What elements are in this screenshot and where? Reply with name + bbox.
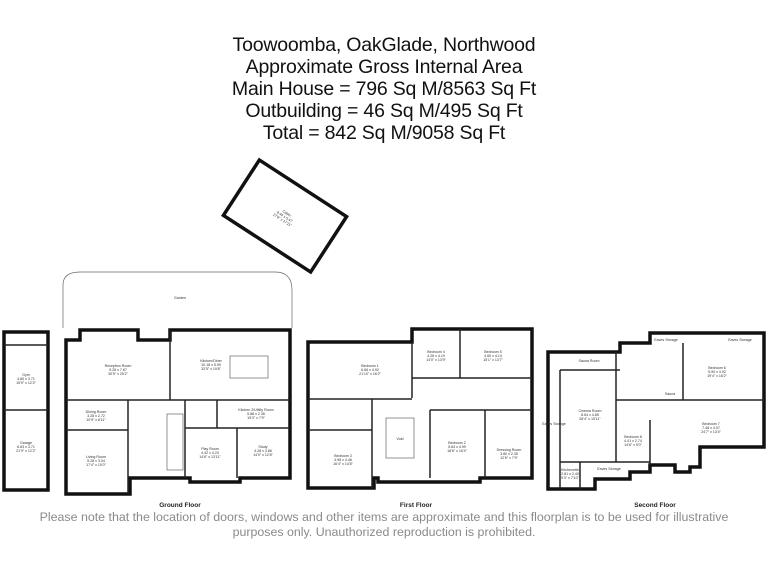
room-dims-ft: 15'1" x 13'7"	[483, 358, 503, 362]
room-name: Living Room	[86, 455, 106, 459]
title-address: Toowoomba, OakGlade, Northwood	[232, 34, 536, 56]
title-area-heading: Approximate Gross Internal Area	[245, 56, 523, 78]
room-name: Play Room	[201, 447, 219, 451]
ground-floor-plan: Reception Room 9.28 x 7.67 30'5" x 25'2"…	[64, 328, 292, 509]
room-name: Kitchen 2/Utility Room	[238, 408, 273, 412]
room-name: Sauna Room	[579, 359, 600, 363]
room-dims-m: 7.48 x 4.07	[702, 426, 720, 430]
room-name: Bedroom 8	[624, 435, 642, 439]
room-dims-ft: 16'4" x 14'8"	[333, 462, 353, 466]
floor-label-first: First Floor	[400, 502, 433, 509]
room-name: Bedroom 5	[484, 350, 502, 354]
room-name: Bedroom 1	[361, 364, 379, 368]
floor-label-ground: Ground Floor	[159, 502, 201, 509]
room-dims-m: 2.81 x 2.40	[561, 472, 579, 476]
room-name: Dressing Room	[497, 448, 522, 452]
room-dims-ft: 30'5" x 25'2"	[108, 372, 128, 376]
room-name: Cabin	[282, 209, 292, 217]
cabin-outbuilding: Cabin 8.44 x 5.47 27'8" x 17'11"	[220, 157, 350, 275]
room-name: Study	[258, 445, 267, 449]
room-dims-ft: 24'7" x 13'4"	[701, 430, 721, 434]
room-name: Eaves Storage	[597, 467, 621, 471]
room-name: Void	[397, 437, 404, 441]
room-name: Gym	[22, 373, 30, 377]
room-name: Eaves Storage	[654, 338, 678, 342]
room-dims-m: 5.28 x 3.04	[87, 459, 105, 463]
disclaimer-line-2: purposes only. Unauthorized reproduction…	[232, 525, 536, 539]
room-dims-m: 6.63 x 3.71	[17, 445, 35, 449]
room-dims-m: 9.28 x 7.67	[109, 368, 127, 372]
room-dims-ft: 19'3" x 7'9"	[247, 416, 265, 420]
room-dims-ft: 14'6" x 9'0"	[624, 443, 642, 447]
room-name: Bedroom 3	[334, 454, 352, 458]
room-dims-ft: 10'9" x 8'11"	[86, 418, 106, 422]
garden-label: Garden	[174, 296, 186, 300]
floor-label-second: Second Floor	[634, 502, 676, 509]
room-dims-m: 8.64 x 4.85	[581, 413, 599, 417]
room-dims-m: 4.42 x 4.24	[201, 451, 219, 455]
room-name: Bedroom 4	[427, 350, 445, 354]
room-name: Garage	[20, 441, 32, 445]
room-name: Kitchen/Diner	[200, 359, 222, 363]
room-dims-ft: 15'9" x 12'2"	[16, 381, 36, 385]
room-dims-m: 4.28 x 3.86	[254, 449, 272, 453]
room-dims-m: 6.66 x 4.92	[361, 368, 379, 372]
room-dims-ft: 21'9" x 12'2"	[16, 449, 36, 453]
room-dims-m: 5.64 x 4.99	[448, 445, 466, 449]
room-name: Eaves Storage	[542, 422, 566, 426]
room-dims-m: 4.41 x 2.74	[624, 439, 642, 443]
room-name: Cinema Room	[579, 409, 602, 413]
room-name: Eaves Storage	[728, 338, 752, 342]
room-dims-m: 4.80 x 3.71	[17, 377, 35, 381]
room-dims-m: 4.98 x 4.46	[334, 458, 352, 462]
title-outbuilding-area: Outbuilding = 46 Sq M/495 Sq Ft	[245, 100, 523, 122]
room-name: Bedroom 6	[708, 366, 726, 370]
room-dims-m: 4.60 x 4.14	[484, 354, 502, 358]
garden-outline	[62, 271, 293, 328]
room-name: Sauna	[665, 392, 675, 396]
room-name: Bedroom 2	[448, 441, 466, 445]
title-total-area: Total = 842 Sq M/9058 Sq Ft	[262, 122, 506, 144]
floorplan-title: Toowoomba, OakGlade, Northwood Approxima…	[0, 34, 768, 144]
room-dims-ft: 14'0" x 12'8"	[253, 453, 273, 457]
room-name: Reception Room	[105, 364, 132, 368]
first-floor-plan: Bedroom 1 6.66 x 4.92 21'10" x 16'2" Bed…	[306, 327, 534, 509]
room-dims-m: 3.28 x 2.72	[87, 414, 105, 418]
room-dims-ft: 19'4" x 16'2"	[707, 374, 727, 378]
room-dims-ft: 12'6" x 7'9"	[500, 456, 518, 460]
room-dims-m: 5.90 x 4.92	[708, 370, 726, 374]
room-dims-ft: 17'4" x 10'0"	[86, 463, 106, 467]
second-floor-plan: Eaves Storage Eaves Storage Sauna Room B…	[542, 331, 766, 509]
disclaimer: Please note that the location of doors, …	[20, 510, 748, 540]
room-dims-ft: 14'6" x 13'11"	[199, 455, 221, 459]
room-dims-ft: 21'10" x 16'2"	[359, 372, 381, 376]
room-dims-m: 5.88 x 2.36	[247, 412, 265, 416]
room-name: Kitchenette	[561, 468, 579, 472]
room-dims-ft: 18'6" x 16'4"	[447, 449, 467, 453]
room-dims-ft: 33'5" x 19'8"	[201, 367, 221, 371]
title-main-house-area: Main House = 796 Sq M/8563 Sq Ft	[231, 78, 537, 100]
room-dims-m: 4.26 x 4.19	[427, 354, 445, 358]
disclaimer-line-1: Please note that the location of doors, …	[39, 510, 729, 524]
room-dims-m: 3.80 x 2.35	[500, 452, 518, 456]
room-dims-m: 10.18 x 5.99	[201, 363, 221, 367]
room-name: Bedroom 7	[702, 422, 720, 426]
room-dims-ft: 9'3" x 7'10"	[561, 476, 579, 480]
room-name: Dining Room	[86, 410, 107, 414]
garage-building: Gym 4.80 x 3.71 15'9" x 12'2" Garage 6.6…	[2, 330, 50, 492]
room-dims-ft: 14'0" x 13'9"	[426, 358, 446, 362]
room-dims-ft: 28'4" x 15'11"	[579, 417, 601, 421]
